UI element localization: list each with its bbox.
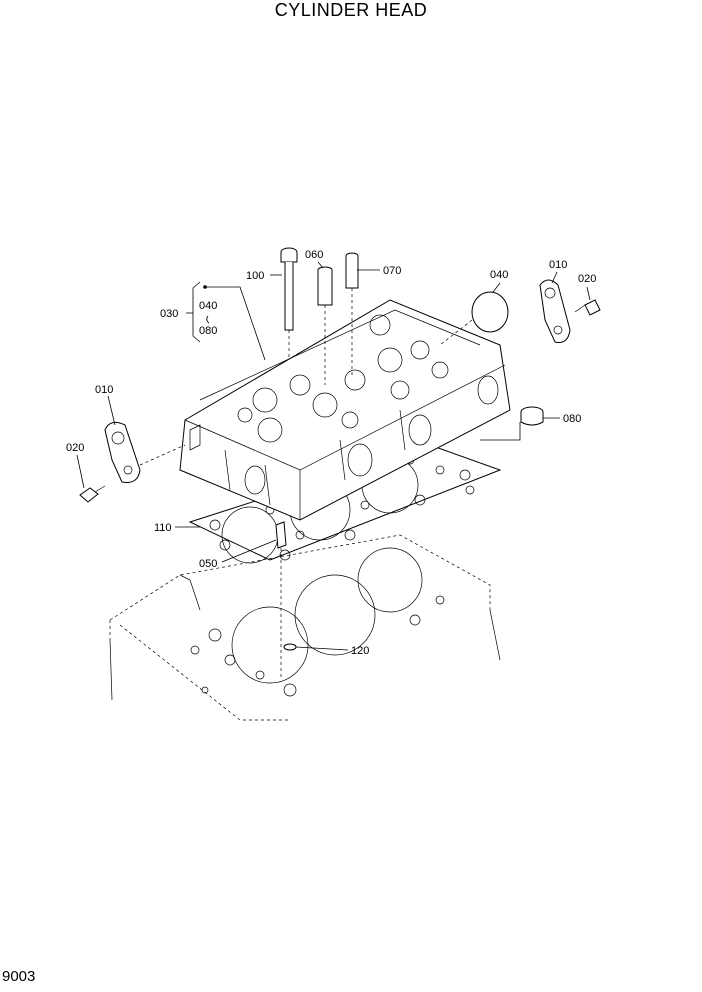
o-ring-120 bbox=[283, 643, 297, 651]
callout-020-right: 020 bbox=[578, 273, 596, 285]
callout-040: 040 bbox=[490, 269, 508, 281]
callout-010-left: 010 bbox=[95, 384, 113, 396]
callout-070: 070 bbox=[383, 265, 401, 277]
hanger-plate-right bbox=[539, 279, 571, 343]
callout-020-left: 020 bbox=[66, 442, 84, 454]
callout-030-sub-080: 080 bbox=[199, 325, 217, 337]
callout-030: 030 bbox=[160, 308, 178, 320]
callout-110: 110 bbox=[154, 522, 172, 534]
callout-030-sub-040: 040 bbox=[199, 300, 217, 312]
engine-block bbox=[109, 534, 501, 721]
callout-120: 120 bbox=[351, 645, 369, 657]
callout-050: 050 bbox=[199, 558, 217, 570]
sleeve-070 bbox=[345, 252, 359, 378]
callout-060: 060 bbox=[305, 249, 323, 261]
sleeve-060 bbox=[317, 266, 333, 385]
callout-100: 100 bbox=[246, 270, 264, 282]
plug-040 bbox=[439, 291, 509, 346]
head-bolt bbox=[280, 247, 298, 360]
cylinder-head bbox=[179, 299, 511, 521]
plug-080 bbox=[520, 406, 544, 426]
bolt-020-right bbox=[574, 299, 601, 316]
bolt-020-left bbox=[79, 485, 106, 503]
hanger-plate-left bbox=[104, 421, 186, 483]
callout-080: 080 bbox=[563, 413, 581, 425]
leader-lines bbox=[76, 261, 591, 651]
callout-010-right: 010 bbox=[549, 259, 567, 271]
page-number: 9003 bbox=[2, 968, 36, 985]
group-bracket-030 bbox=[186, 281, 266, 361]
page-title: CYLINDER HEAD bbox=[274, 0, 428, 20]
dowel-050 bbox=[275, 521, 287, 680]
